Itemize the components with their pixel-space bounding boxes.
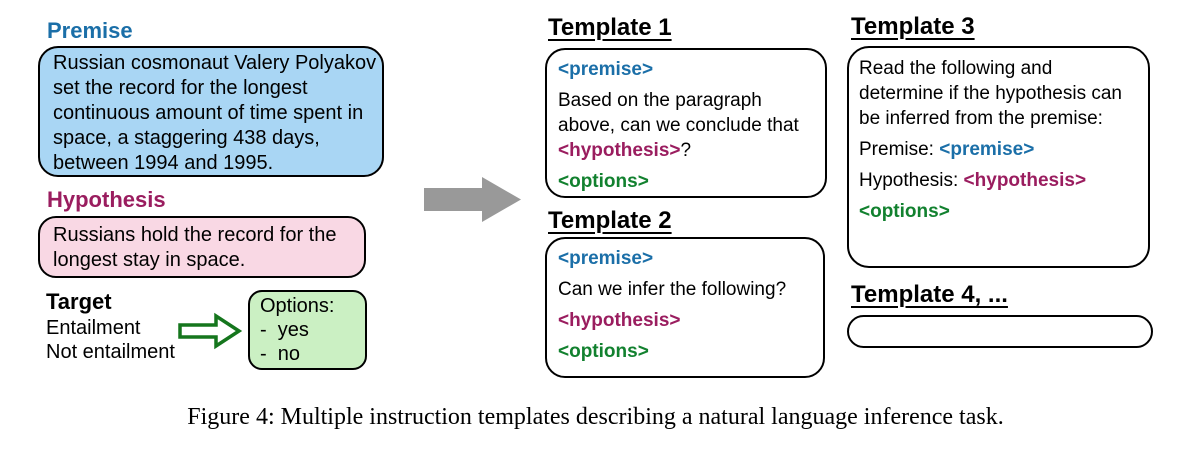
premise-label: Premise [47, 18, 133, 43]
paragraph: <options> [558, 339, 812, 364]
paragraph: Can we infer the following? [558, 277, 812, 302]
text-segment: between 1994 and 1995. [53, 152, 274, 174]
text-line: <options> [558, 169, 814, 194]
paragraph: Options:- yes- no [260, 294, 355, 366]
paragraph: <options> [859, 199, 1138, 224]
text-line: longest stay in space. [53, 248, 351, 273]
text-line: continuous amount of time spent in [53, 101, 369, 126]
green-placeholder-tag: <options> [558, 171, 649, 192]
maroon-placeholder-tag: <hypothesis> [558, 310, 681, 331]
blue-placeholder-tag: <premise> [939, 139, 1035, 160]
text-line: - no [260, 342, 355, 366]
paragraph: Read the following and determine if the h… [859, 56, 1138, 131]
template-1-heading: Template 1 [548, 14, 672, 41]
text-segment: space, a staggering 438 days, [53, 127, 320, 149]
green-hollow-right-arrow-icon [178, 312, 243, 350]
text-line: Russian cosmonaut Valery Polyakov [53, 51, 376, 76]
text-segment: Options: [260, 295, 335, 317]
text-segment: Can we infer the following? [558, 279, 787, 300]
template-4-box [847, 315, 1153, 348]
gray-right-arrow-icon [424, 177, 521, 222]
target-label: Target [46, 289, 112, 314]
paragraph: Russians hold the record for the longest … [53, 223, 351, 273]
text-segment: Hypothesis: [859, 170, 964, 191]
text-line: <premise> [558, 246, 812, 271]
text-segment: be inferred from the premise: [859, 108, 1103, 129]
text-segment: set the record for the longest [53, 77, 308, 99]
text-line: Based on the paragraph [558, 88, 814, 113]
target-values: Entailment Not entailment [46, 317, 175, 364]
paragraph: <hypothesis> [558, 308, 812, 333]
hypothesis-label: Hypothesis [47, 187, 166, 212]
template-3-box: Read the following and determine if the h… [847, 46, 1150, 268]
text-line: between 1994 and 1995. [53, 151, 369, 175]
maroon-placeholder-tag: <hypothesis> [963, 170, 1087, 191]
template-1-box: <premise> Based on the paragraph above, ca… [545, 48, 827, 198]
figure-caption: Figure 4: Multiple instruction templates… [187, 404, 1004, 430]
text-segment: continuous amount of time spent in [53, 102, 364, 124]
text-segment: ? [680, 140, 692, 161]
text-segment: Based on the paragraph [558, 90, 762, 111]
text-segment: Premise: [859, 139, 940, 160]
options-box: Options:- yes- no [248, 290, 367, 370]
blue-placeholder-tag: <premise> [558, 59, 654, 80]
blue-placeholder-tag: <premise> [558, 248, 654, 269]
paragraph: <premise> [558, 57, 814, 82]
template-3-heading: Template 3 [851, 13, 975, 40]
paragraph: Premise: <premise> [859, 137, 1138, 162]
paragraph: <options> [558, 169, 814, 194]
text-line: Read the following and [859, 56, 1138, 81]
text-line: be inferred from the premise: [859, 106, 1138, 131]
text-line: set the record for the longest [53, 76, 369, 101]
text-line: Russians hold the record for the [53, 223, 351, 248]
green-placeholder-tag: <options> [859, 201, 950, 222]
text-line: space, a staggering 438 days, [53, 126, 369, 151]
text-segment: above, can we conclude that [558, 115, 799, 136]
paragraph: <premise> [558, 246, 812, 271]
text-line: <options> [558, 339, 812, 364]
paragraph: Based on the paragraph above, can we conc… [558, 88, 814, 163]
paragraph: Hypothesis: <hypothesis> [859, 168, 1138, 193]
text-segment: determine if the hypothesis can [859, 83, 1122, 104]
hypothesis-box: Russians hold the record for the longest … [38, 216, 366, 278]
text-line: Premise: <premise> [859, 137, 1138, 162]
text-segment: - no [260, 343, 301, 365]
text-line: <hypothesis>? [558, 138, 814, 163]
text-segment: - yes [260, 319, 309, 341]
maroon-placeholder-tag: <hypothesis> [558, 140, 681, 161]
green-placeholder-tag: <options> [558, 341, 649, 362]
template-2-box: <premise> Can we infer the following? <hyp… [545, 237, 825, 378]
text-line: Options: [260, 294, 355, 318]
text-line: <premise> [558, 57, 814, 82]
text-line: <options> [859, 199, 1138, 224]
text-segment: Read the following and [859, 58, 1053, 79]
target-value-entailment: Entailment [46, 317, 141, 339]
text-line: Hypothesis: <hypothesis> [859, 168, 1138, 193]
text-segment: Russian cosmonaut Valery Polyakov [53, 52, 377, 74]
text-line: above, can we conclude that [558, 113, 814, 138]
text-line: determine if the hypothesis can [859, 81, 1138, 106]
target-value-not-entailment: Not entailment [46, 340, 175, 363]
text-segment: longest stay in space. [53, 249, 246, 271]
template-2-heading: Template 2 [548, 207, 672, 234]
premise-box: Russian cosmonaut Valery Polyakov set the… [38, 46, 384, 177]
text-segment: Russians hold the record for the [53, 224, 337, 246]
template-4-heading: Template 4, ... [851, 281, 1008, 308]
text-line: Can we infer the following? [558, 277, 812, 302]
text-line: - yes [260, 318, 355, 342]
paragraph: Russian cosmonaut Valery Polyakov set the… [53, 51, 376, 175]
text-line: <hypothesis> [558, 308, 812, 333]
